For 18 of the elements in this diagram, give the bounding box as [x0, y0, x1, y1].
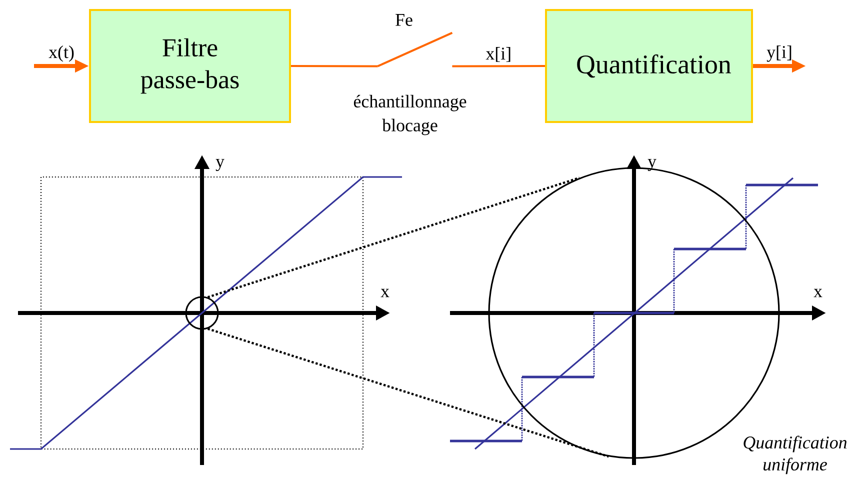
edge-label: x(t)	[48, 46, 74, 62]
zoom-line	[207, 328, 610, 458]
process-box: Filtre passe-bas	[89, 9, 291, 123]
caption-text: Quantification uniforme	[744, 436, 847, 474]
edge-label: y[i]	[766, 45, 792, 62]
axis-label: x	[380, 288, 390, 298]
process-box: Quantification	[545, 9, 753, 123]
axis-label: x	[814, 288, 822, 298]
axis-label: y	[216, 158, 224, 172]
edge-label: x[i]	[486, 47, 510, 62]
switch-label: Fe	[396, 14, 412, 26]
switch-label: échantillonnage blocage	[354, 94, 466, 136]
zoom-circle	[185, 296, 219, 330]
switch-symbol	[377, 32, 453, 68]
axis-label: y	[648, 158, 656, 172]
zoom-line	[207, 176, 580, 298]
wire	[291, 65, 378, 68]
wire	[452, 65, 545, 68]
